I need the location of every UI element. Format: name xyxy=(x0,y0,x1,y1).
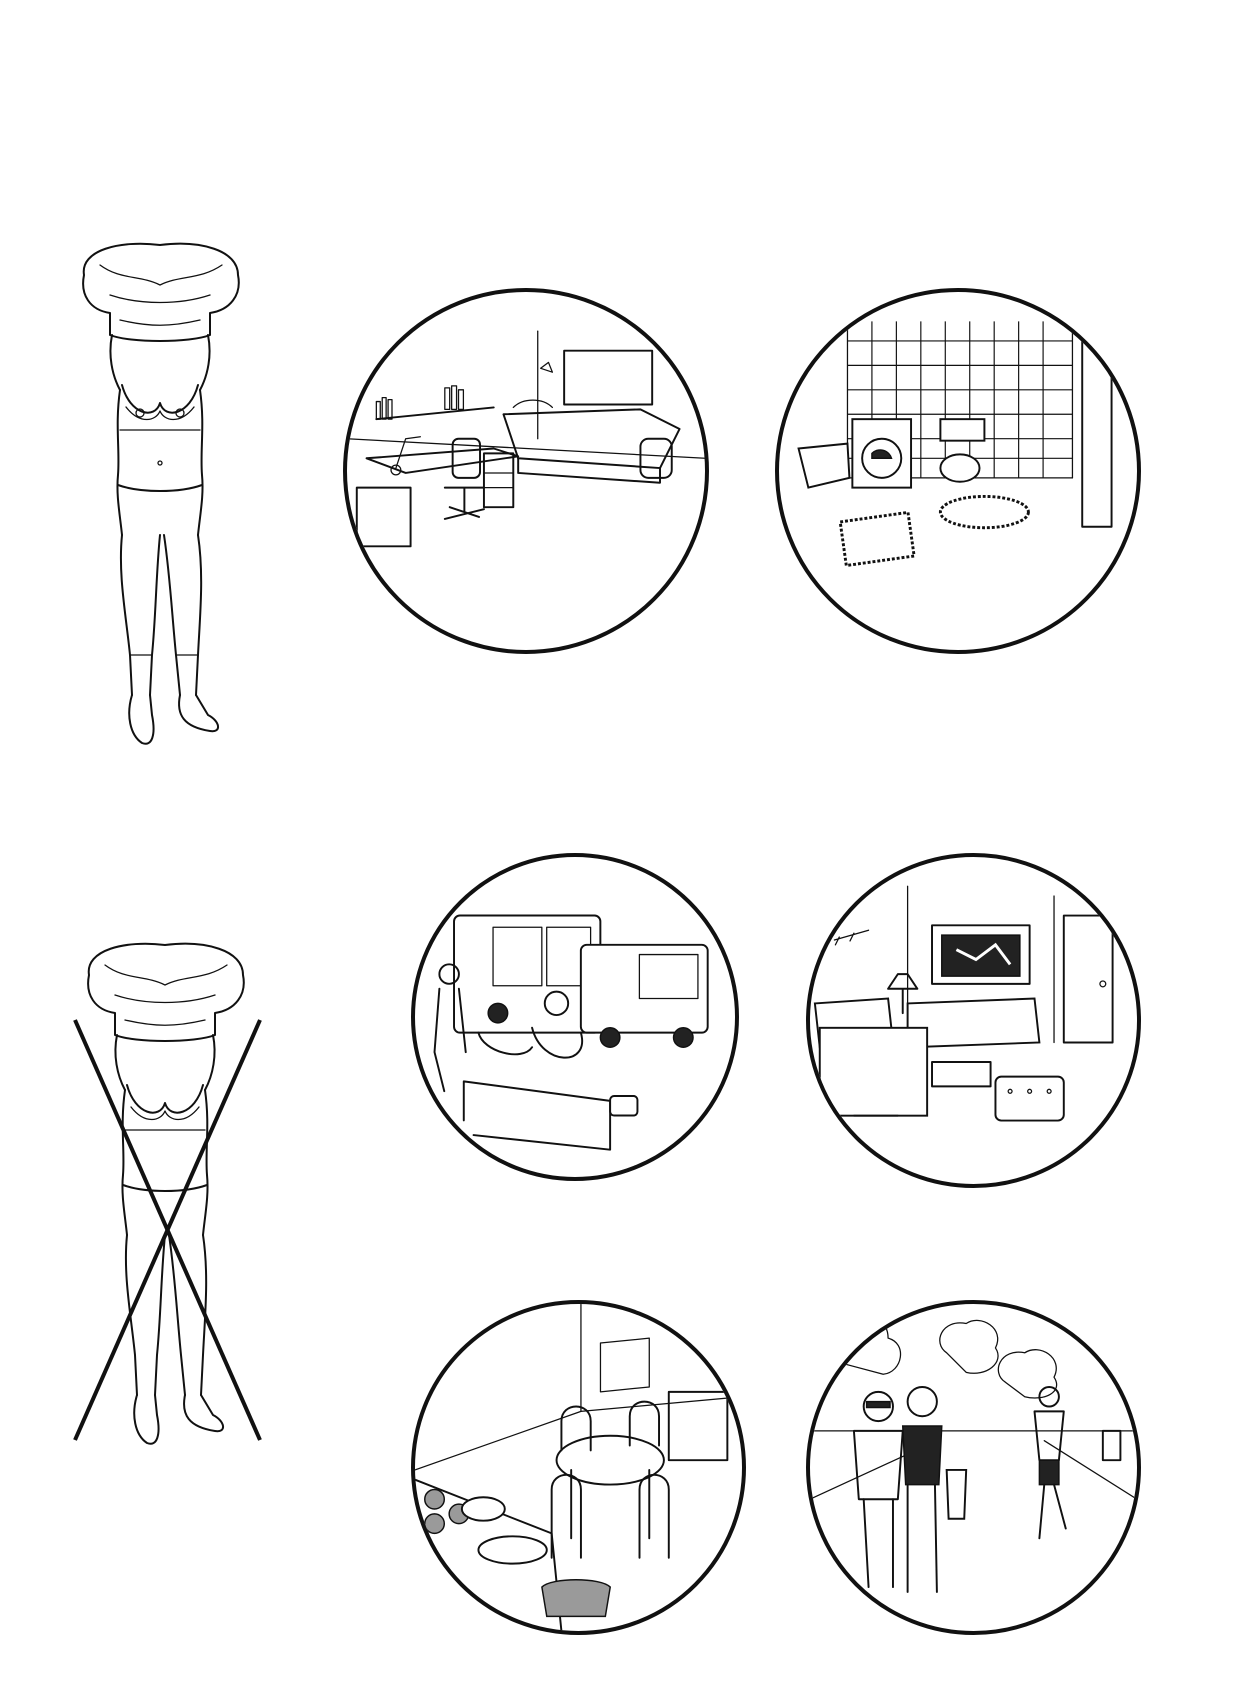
scene-bedroom xyxy=(343,288,709,654)
person-undressing-figure xyxy=(60,235,260,755)
scene-bathroom xyxy=(775,288,1141,654)
scene-living-room xyxy=(806,853,1141,1188)
scene-street xyxy=(806,1300,1141,1635)
scene-kitchen xyxy=(411,1300,746,1635)
person-undressing-crossed-figure xyxy=(60,925,270,1465)
scene-bus-stop xyxy=(411,853,739,1181)
